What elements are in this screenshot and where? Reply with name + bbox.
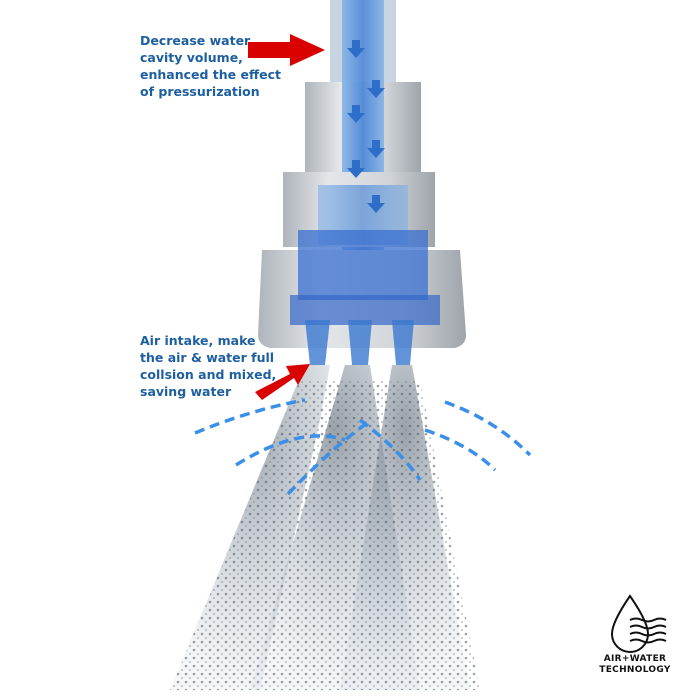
air-water-logo-icon	[610, 594, 667, 653]
water-spray	[170, 365, 480, 690]
logo-line-1: AIR+WATER	[603, 654, 667, 664]
flow-arrows	[347, 40, 385, 213]
airflow-lines	[194, 398, 532, 496]
callout-air-intake: Air intake, make the air & water full co…	[140, 333, 277, 399]
nozzle-housing	[258, 230, 466, 365]
callout-pressurization: Decrease water cavity volume, enhanced t…	[140, 33, 281, 99]
logo-caption: AIR+WATER TECHNOLOGY	[590, 654, 680, 676]
red-arrow-bottom	[255, 364, 310, 400]
red-arrow-top	[248, 34, 325, 66]
logo-line-2: TECHNOLOGY	[599, 665, 671, 675]
